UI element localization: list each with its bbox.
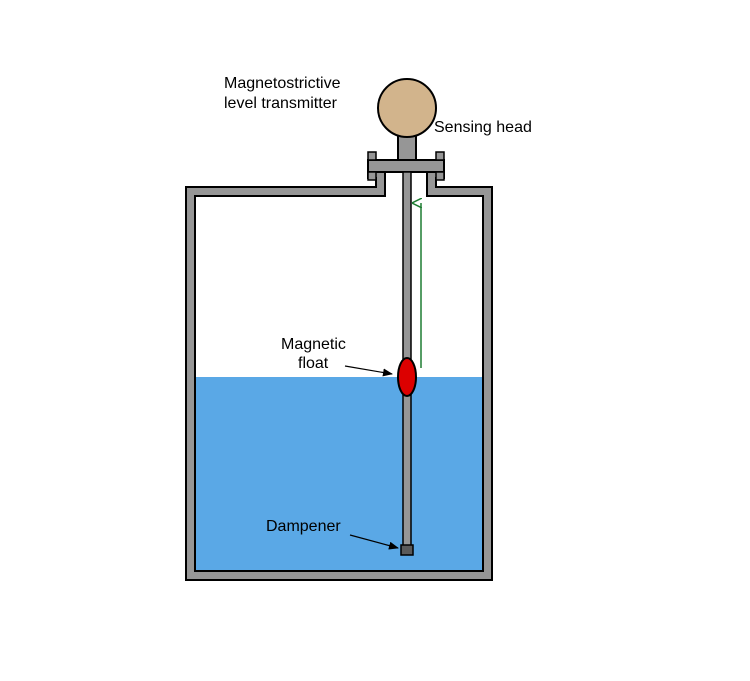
liquid	[196, 377, 482, 570]
sensing-head	[377, 78, 437, 138]
float-label-line1: Magnetic	[281, 336, 346, 353]
float-pointer-arrow	[344, 365, 393, 377]
float-label-line2: float	[298, 355, 329, 372]
transmitter-label-line2: level transmitter	[224, 95, 338, 112]
magnetic-float	[397, 357, 417, 397]
sensing-head-label: Sensing head	[434, 119, 532, 136]
dampener-label: Dampener	[266, 518, 341, 535]
flange	[367, 159, 445, 173]
dampener-pointer-arrow	[349, 534, 399, 550]
flange-bolt-left	[367, 151, 377, 181]
transmitter-label-line1: Magnetostrictive	[224, 75, 341, 92]
flange-bolt-right	[435, 151, 445, 181]
dampener	[400, 544, 414, 556]
